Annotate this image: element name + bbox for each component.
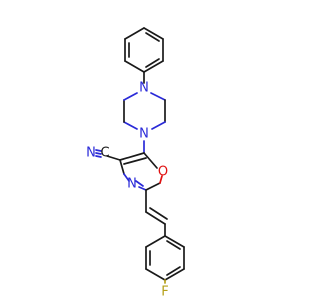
nitrile-group (95, 149, 121, 161)
atom-o-oxazole: O (158, 165, 168, 180)
atom-c-nitrile: C (100, 146, 109, 161)
oxazole-ring (119, 152, 163, 191)
atom-f-fluoro: F (161, 285, 168, 300)
vinyl-linker (145, 189, 168, 237)
atom-n-piperazine-top: N (139, 81, 149, 96)
structure-canvas: N N N C N O F (86, 27, 185, 300)
fluorophenyl-ring (145, 235, 185, 284)
atom-n-piperazine-bottom: N (139, 127, 149, 142)
atom-n-nitrile: N (86, 146, 96, 161)
phenyl-ring (124, 27, 164, 73)
atom-n-oxazole: N (127, 177, 137, 192)
piperazine-ring (123, 71, 166, 130)
